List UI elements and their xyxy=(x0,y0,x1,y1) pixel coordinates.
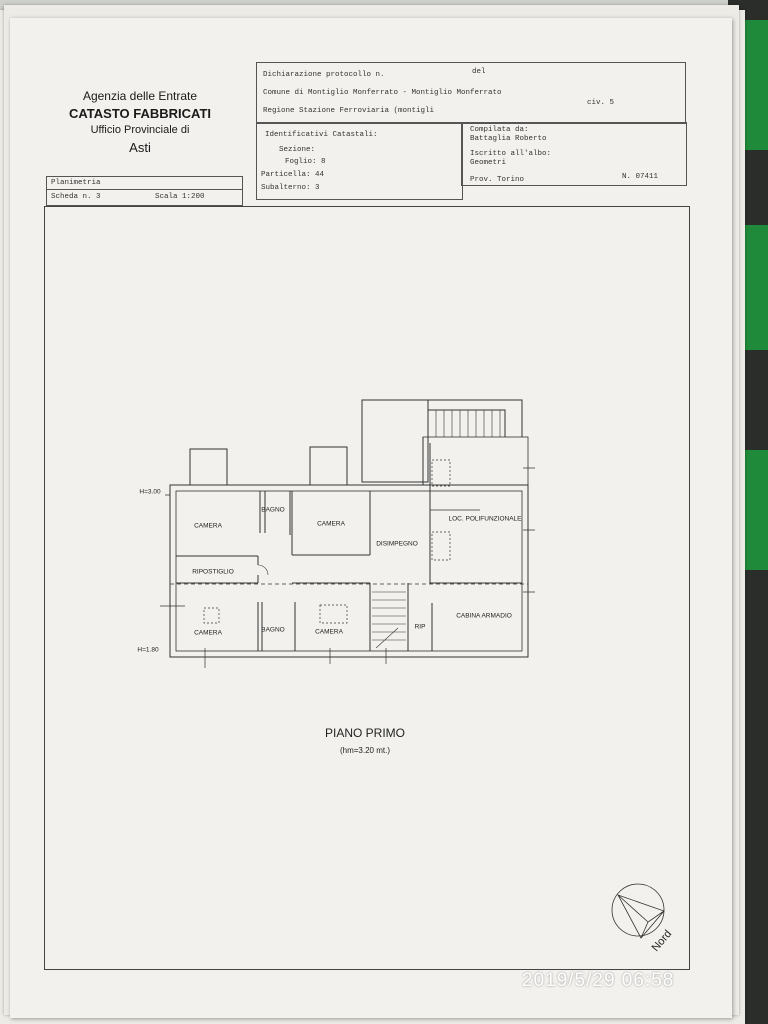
sezione: Sezione: xyxy=(279,146,316,154)
date-label: del xyxy=(472,68,486,76)
doc-info-box: Planimetria Scheda n. 3 Scala 1:200 xyxy=(46,176,243,206)
north-arrow xyxy=(611,883,665,939)
address: Regione Stazione Ferroviaria (montigli xyxy=(263,107,435,115)
register: Geometri xyxy=(470,159,507,167)
drawing-frame xyxy=(44,206,690,970)
particella: Particella: 44 xyxy=(261,171,325,179)
room-label: CABINA ARMADIO xyxy=(456,612,512,620)
room-label: LOC. POLIFUNZIONALE xyxy=(448,515,522,523)
province: Prov. Torino xyxy=(470,176,525,184)
comune: Comune di Montiglio Monferrato - Montigl… xyxy=(263,89,502,97)
external-stairs xyxy=(428,399,523,437)
scale: Scala 1:200 xyxy=(155,193,205,201)
room-label: RIP xyxy=(414,623,426,631)
sheet-number: Scheda n. 3 xyxy=(51,193,101,201)
height-top-label: H=3.00 xyxy=(139,488,161,496)
room-label: CAMERA xyxy=(315,628,343,636)
office: Ufficio Provinciale di xyxy=(90,124,190,136)
room-label: BAGNO xyxy=(261,506,285,514)
compiled-by-label: Compilata da: xyxy=(470,126,529,134)
protocol-label: Dichiarazione protocollo n. xyxy=(263,71,385,79)
height-bottom-label: H=1.80 xyxy=(137,646,159,654)
outer-wall xyxy=(169,484,529,658)
register-label: Iscritto all'albo: xyxy=(470,150,552,158)
city: Asti xyxy=(129,140,151,155)
registration-number: N. 07411 xyxy=(622,173,659,181)
room-label: RIPOSTIGLIO xyxy=(192,568,234,576)
compiler-name: Battaglia Roberto xyxy=(470,135,547,143)
foglio: Foglio: 8 xyxy=(285,158,326,166)
plan-title: PIANO PRIMO xyxy=(324,726,405,740)
balcony xyxy=(309,446,348,486)
lower-walls xyxy=(257,583,433,651)
identifiers-heading: Identificativi Catastali: xyxy=(265,131,378,139)
balcony xyxy=(189,448,228,486)
room-label: DISIMPEGNO xyxy=(376,540,418,548)
compiler-box: Compilata da: Battaglia Roberto Iscritto… xyxy=(461,122,687,186)
tower-room xyxy=(361,399,429,483)
photo-timestamp: 2019/5/29 06:58 xyxy=(522,970,675,991)
internal-walls xyxy=(259,491,371,556)
agency-name: Agenzia delle Entrate xyxy=(82,89,198,103)
department: CATASTO FABBRICATI xyxy=(68,106,212,121)
identifiers-box: Identificativi Catastali: Sezione: Fogli… xyxy=(256,122,463,200)
room-label: BAGNO xyxy=(261,626,285,634)
wall xyxy=(422,437,431,584)
cadastral-sheet xyxy=(10,18,732,1018)
agency-header: Agenzia delle Entrate CATASTO FABBRICATI… xyxy=(60,88,220,156)
inner-wall xyxy=(175,490,523,652)
internal-stairs xyxy=(372,591,406,649)
declaration-box: Dichiarazione protocollo n. del Comune d… xyxy=(256,62,686,124)
plan-subtitle: (hm=3.20 mt.) xyxy=(339,746,390,755)
loc-polifunzionale-ext xyxy=(422,436,529,486)
room-label: CAMERA xyxy=(317,520,345,528)
civic-number: civ. 5 xyxy=(587,99,615,107)
room-label: CAMERA xyxy=(194,522,222,530)
subalterno: Subalterno: 3 xyxy=(261,184,320,192)
room-label: CAMERA xyxy=(194,629,222,637)
ripostiglio-walls xyxy=(176,555,259,584)
doc-type: Planimetria xyxy=(51,179,101,187)
